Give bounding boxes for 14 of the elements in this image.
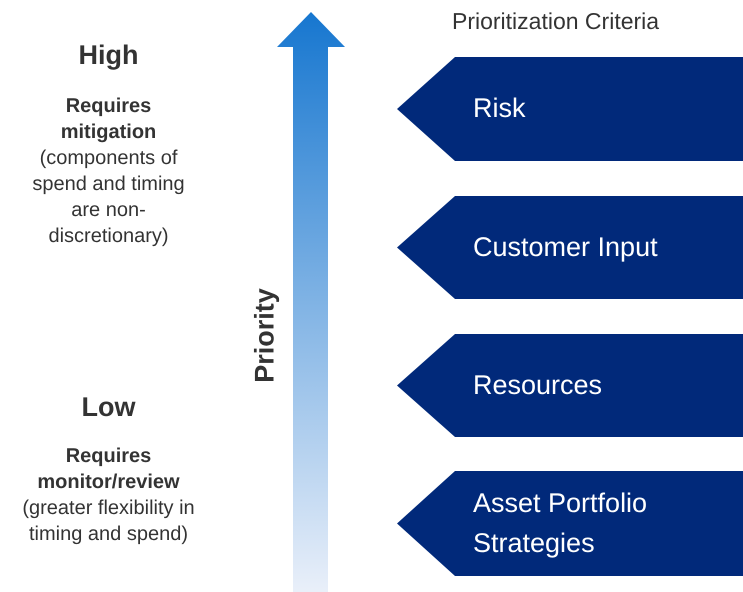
criterion-label: Customer Input xyxy=(473,230,658,264)
level-description: Requires monitor/review (greater flexibility in timing and spend) xyxy=(21,444,196,547)
criteria-banner xyxy=(397,196,743,299)
axis-label: Priority xyxy=(250,287,280,385)
level-heading: Low xyxy=(80,391,136,424)
criterion-label: Risk xyxy=(473,92,526,126)
heading: Prioritization Criteria xyxy=(452,8,660,35)
criterion-label: Asset Portfolio Strategies xyxy=(473,487,648,560)
criterion-label: Resources xyxy=(473,368,602,402)
criteria-banner xyxy=(397,334,743,437)
criteria-banner xyxy=(397,471,743,576)
level-description: Requires mitigation (components of spend and timing are non-discretionary) xyxy=(31,94,186,249)
criteria-banner xyxy=(397,57,743,161)
level-heading: High xyxy=(78,39,140,72)
